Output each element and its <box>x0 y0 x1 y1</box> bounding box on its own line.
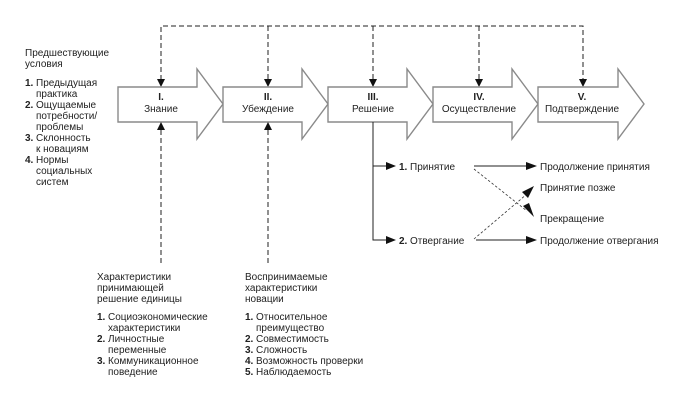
decision-option-adoption: Принятие <box>410 162 455 173</box>
stage-number: V. <box>578 92 587 103</box>
list-item-text: Ощущаемые <box>36 100 97 111</box>
list-item-number: 5. <box>245 367 254 378</box>
stage-arrow-shape <box>327 66 434 142</box>
list-item-text: характеристики <box>108 323 180 334</box>
stage-number: II. <box>264 92 273 103</box>
list-item-number: 2. <box>245 334 254 345</box>
stage-arrow-shape <box>432 66 539 142</box>
preconditions-title-line: условия <box>25 59 63 70</box>
list-item-text: Предыдущая <box>36 78 97 89</box>
unit-characteristics-title-line: решение единицы <box>97 294 182 305</box>
arrowhead-down-icon <box>157 79 165 87</box>
arrowhead-diagonal-icon <box>522 186 534 198</box>
list-item-text: Социоэкономические <box>108 312 208 323</box>
stage-arrows: I. Знание II. Убеждение III. Решение IV.… <box>117 66 645 142</box>
unit-characteristics-block: Характеристики принимающей решение едини… <box>97 272 208 378</box>
arrowhead-down-icon <box>369 79 377 87</box>
list-item-text: Нормы <box>36 155 68 166</box>
list-item-text: систем <box>36 177 69 188</box>
outcome-later-adoption: Принятие позже <box>540 183 616 194</box>
stage-label: Знание <box>144 104 178 115</box>
list-item-text: Коммуникационное <box>108 356 199 367</box>
list-item-text: социальных <box>36 166 92 177</box>
decision-option-number: 2. <box>399 236 408 247</box>
arrowhead-down-icon <box>579 79 587 87</box>
decision-option-rejection: Отвергание <box>410 236 465 247</box>
arrowhead-right-icon <box>526 162 537 170</box>
list-item-text: Наблюдаемость <box>256 366 331 378</box>
stage-label: Подтверждение <box>545 104 619 115</box>
list-item-text: практика <box>36 89 78 100</box>
stage-confirmation: V. Подтверждение <box>537 66 645 142</box>
arrowhead-up-icon <box>157 122 165 130</box>
list-item-text: потребности/ <box>36 110 97 122</box>
arrowhead-down-icon <box>475 79 483 87</box>
arrowhead-right-icon <box>386 162 396 170</box>
characteristics-connectors <box>157 122 272 263</box>
list-item-text: поведение <box>108 367 158 378</box>
outcome-discontinuance: Прекращение <box>540 214 605 225</box>
feedback-top-line <box>160 25 584 80</box>
preconditions-block: Предшествующие условия 1. Предыдущая пра… <box>25 48 109 188</box>
list-item-text: Совместимость <box>256 334 329 345</box>
list-item-number: 4. <box>25 155 34 166</box>
arrowhead-diagonal-icon <box>523 203 534 217</box>
stage-knowledge: I. Знание <box>117 66 224 142</box>
list-item-text: Возможность проверки <box>256 356 363 367</box>
outcome-line-later-adoption <box>473 193 528 240</box>
innovation-characteristics-title-line: новации <box>245 294 284 305</box>
list-item-text: переменные <box>108 345 167 356</box>
decision-option-number: 1. <box>399 162 408 173</box>
stage-number: IV. <box>473 92 485 103</box>
list-item-text: Личностные <box>108 334 165 345</box>
list-item-number: 3. <box>25 133 34 144</box>
stage-decision: III. Решение <box>327 66 434 142</box>
decision-branches: 1. Принятие 2. Отвергание Продолжение пр… <box>372 122 659 247</box>
list-item-number: 3. <box>97 356 106 367</box>
arrowhead-right-icon <box>526 236 537 244</box>
list-item-number: 2. <box>97 334 106 345</box>
outcome-line-discontinuance <box>473 168 528 212</box>
stage-label: Осуществление <box>442 104 517 115</box>
innovation-characteristics-title-line: Воспринимаемые <box>245 272 328 283</box>
innovation-characteristics-title-line: характеристики <box>245 283 317 294</box>
innovation-characteristics-block: Воспринимаемые характеристики новации 1.… <box>245 272 363 378</box>
list-item-number: 1. <box>245 312 254 323</box>
stage-arrow-shape <box>222 66 329 142</box>
list-item-text: Сложность <box>256 345 307 356</box>
stage-number: I. <box>158 92 164 103</box>
list-item-text: преимущество <box>256 323 325 334</box>
stage-implementation: IV. Осуществление <box>432 66 539 142</box>
outcome-continued-rejection: Продолжение отвергания <box>540 236 659 247</box>
stage-label: Решение <box>352 104 394 115</box>
unit-characteristics-title-line: принимающей <box>97 283 164 294</box>
stage-number: III. <box>367 92 378 103</box>
list-item-text: к новациям <box>36 144 89 155</box>
stage-label: Убеждение <box>242 103 294 115</box>
list-item-number: 4. <box>245 356 254 367</box>
list-item-number: 2. <box>25 100 34 111</box>
list-item-text: проблемы <box>36 121 83 133</box>
branch-line-rejection <box>372 122 388 241</box>
arrowhead-right-icon <box>386 236 396 244</box>
arrowhead-up-icon <box>264 122 272 130</box>
stage-arrow-shape <box>537 66 645 142</box>
list-item-number: 1. <box>25 78 34 89</box>
stage-arrow-shape <box>117 66 224 142</box>
list-item-text: Склонность <box>36 133 91 144</box>
list-item-number: 3. <box>245 345 254 356</box>
outcome-continued-adoption: Продолжение принятия <box>540 162 650 173</box>
stage-persuasion: II. Убеждение <box>222 66 329 142</box>
feedback-connectors <box>157 25 587 87</box>
arrowhead-down-icon <box>264 79 272 87</box>
preconditions-title-line: Предшествующие <box>25 48 109 59</box>
unit-characteristics-title-line: Характеристики <box>97 272 171 283</box>
list-item-text: Относительное <box>256 312 328 323</box>
list-item-number: 1. <box>97 312 106 323</box>
